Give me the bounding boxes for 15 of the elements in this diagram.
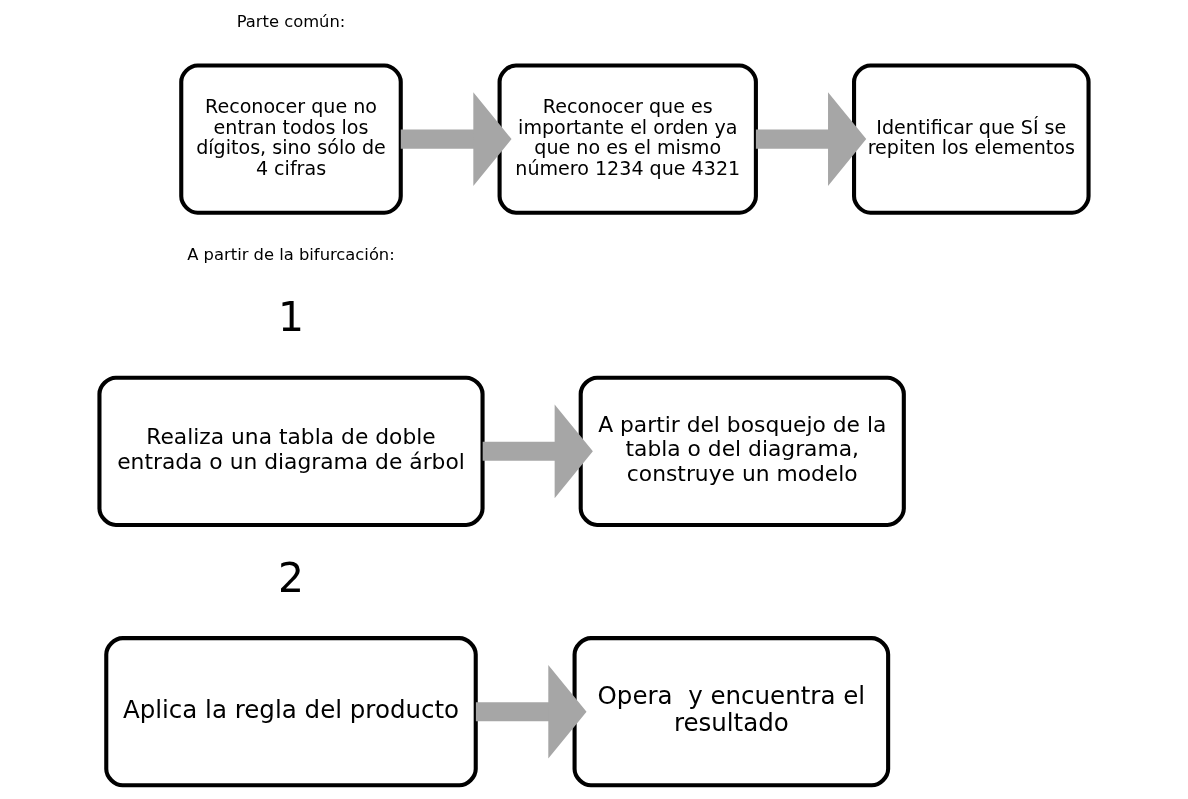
- arrow: [400, 92, 512, 186]
- node-box: Reconocer que no entran todos los dígitos, sino sólo de 4 cifras: [179, 63, 403, 215]
- node-box: A partir del bosquejo de la tabla o del diagrama, construye un modelo: [578, 375, 906, 527]
- node-box: Identificar que SÍ se repiten los elementos: [852, 63, 1091, 215]
- label: Parte común:: [236, 11, 346, 31]
- label: A partir de la bifurcación:: [187, 244, 395, 264]
- node-box: Realiza una tabla de doble entrada o un diagrama de árbol: [97, 375, 485, 527]
- label: 2: [277, 553, 305, 602]
- arrow: [475, 664, 587, 759]
- node-box: Reconocer que es importante el orden ya que no es el mismo número 1234 que 4321: [497, 63, 758, 215]
- label: 1: [277, 293, 305, 342]
- arrow: [755, 92, 867, 186]
- node-box: Aplica la regla del producto: [104, 636, 478, 788]
- arrow: [482, 404, 593, 499]
- node-box: Opera y encuentra el resultado: [572, 636, 891, 788]
